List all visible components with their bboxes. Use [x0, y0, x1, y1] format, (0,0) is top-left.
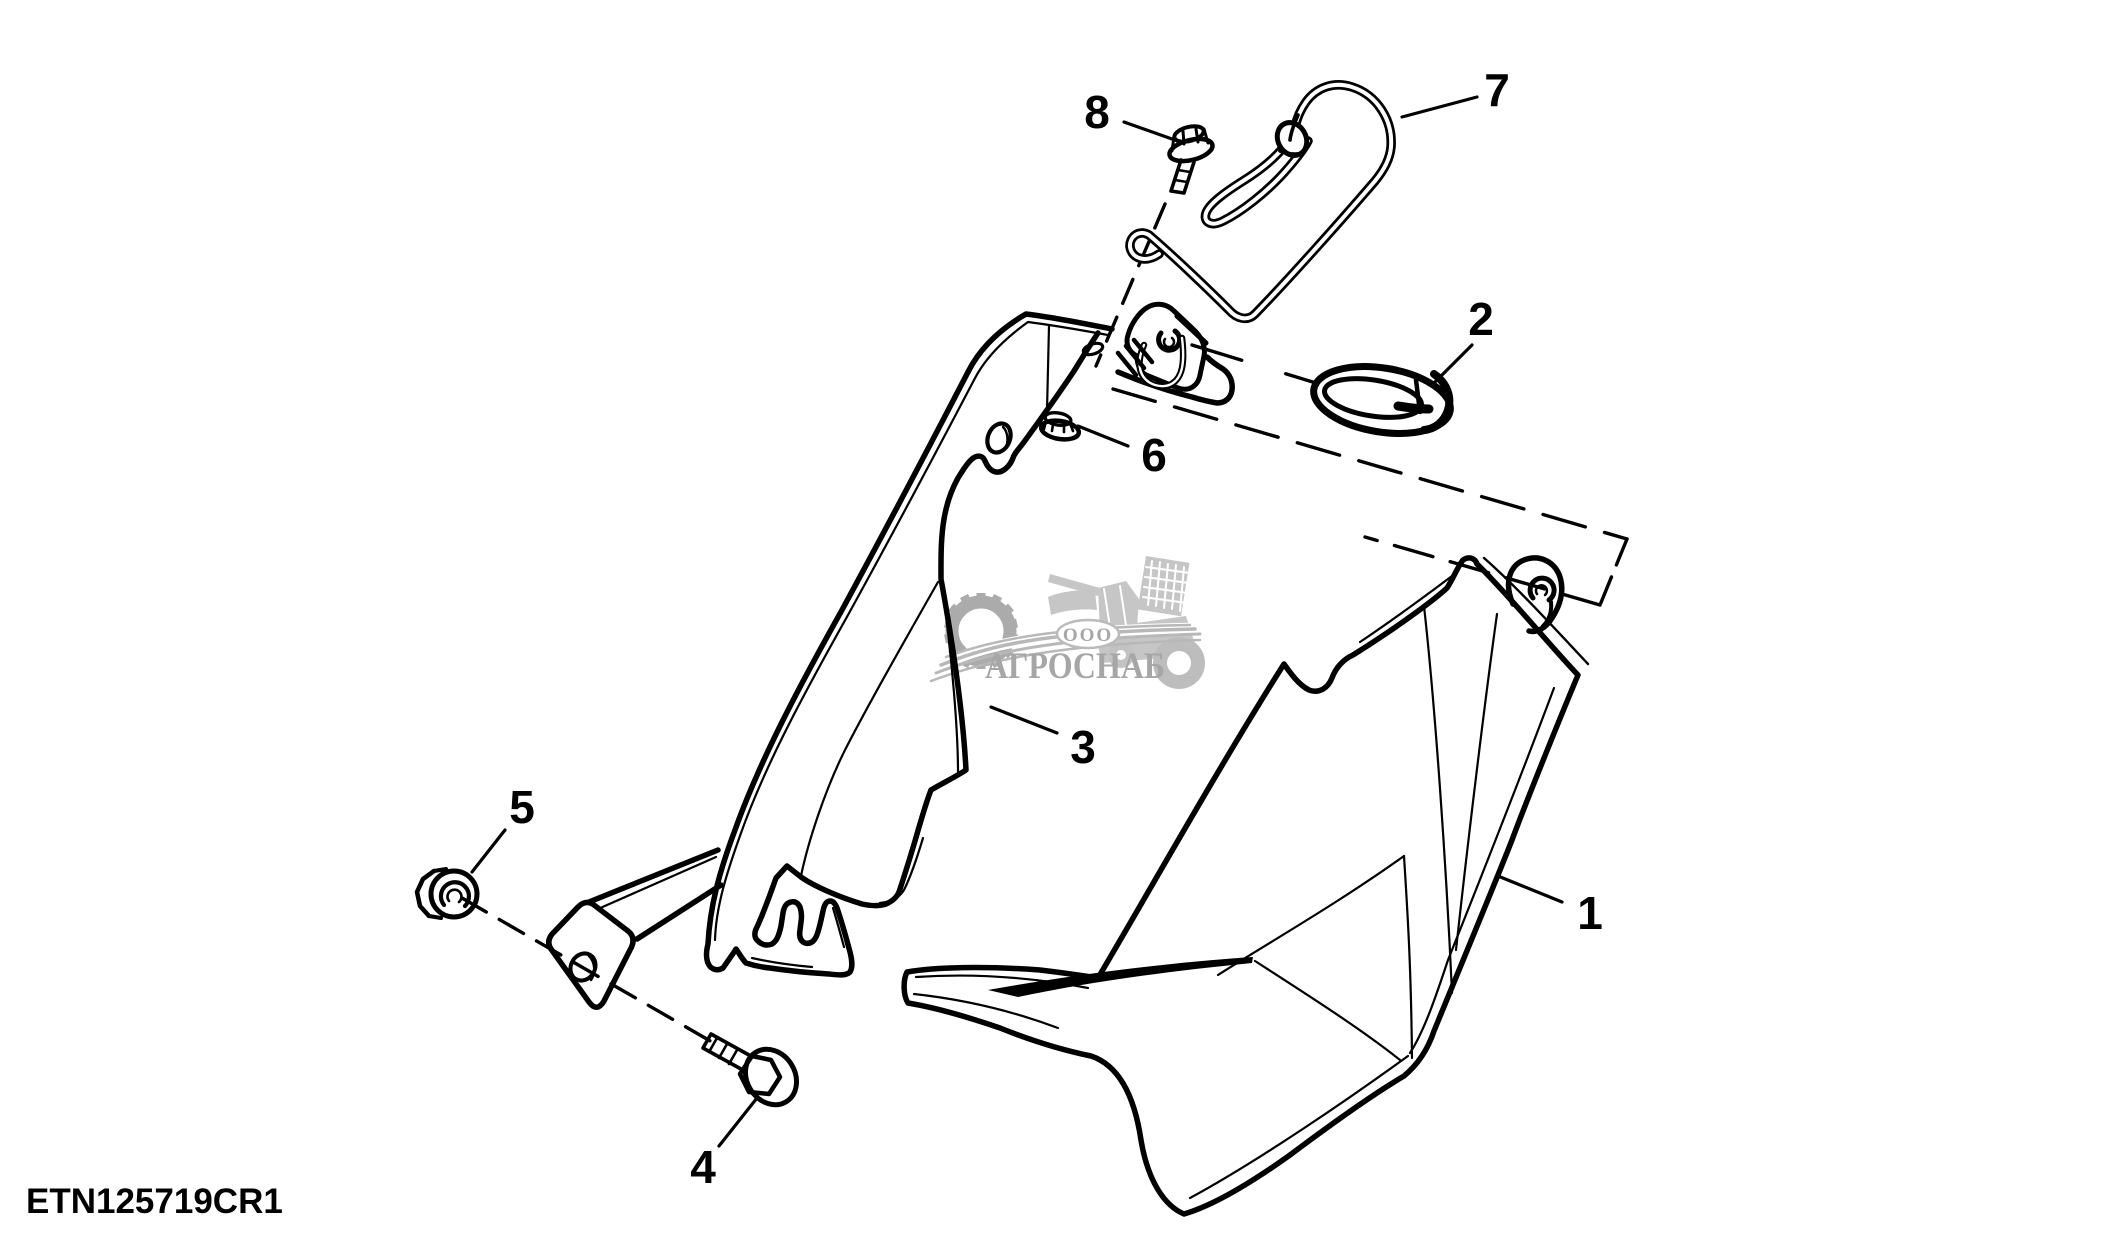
- svg-text:5: 5: [509, 781, 535, 833]
- svg-text:АГРОСНАБ: АГРОСНАБ: [985, 646, 1165, 687]
- svg-text:3: 3: [1070, 721, 1096, 773]
- svg-text:8: 8: [1084, 86, 1110, 138]
- svg-text:4: 4: [690, 1141, 716, 1193]
- svg-text:1: 1: [1577, 887, 1603, 939]
- svg-text:ETN125719CR1: ETN125719CR1: [26, 1182, 283, 1221]
- svg-text:7: 7: [1484, 64, 1510, 116]
- svg-text:2: 2: [1468, 293, 1494, 345]
- svg-text:OOO: OOO: [1063, 625, 1113, 646]
- svg-text:6: 6: [1141, 429, 1167, 481]
